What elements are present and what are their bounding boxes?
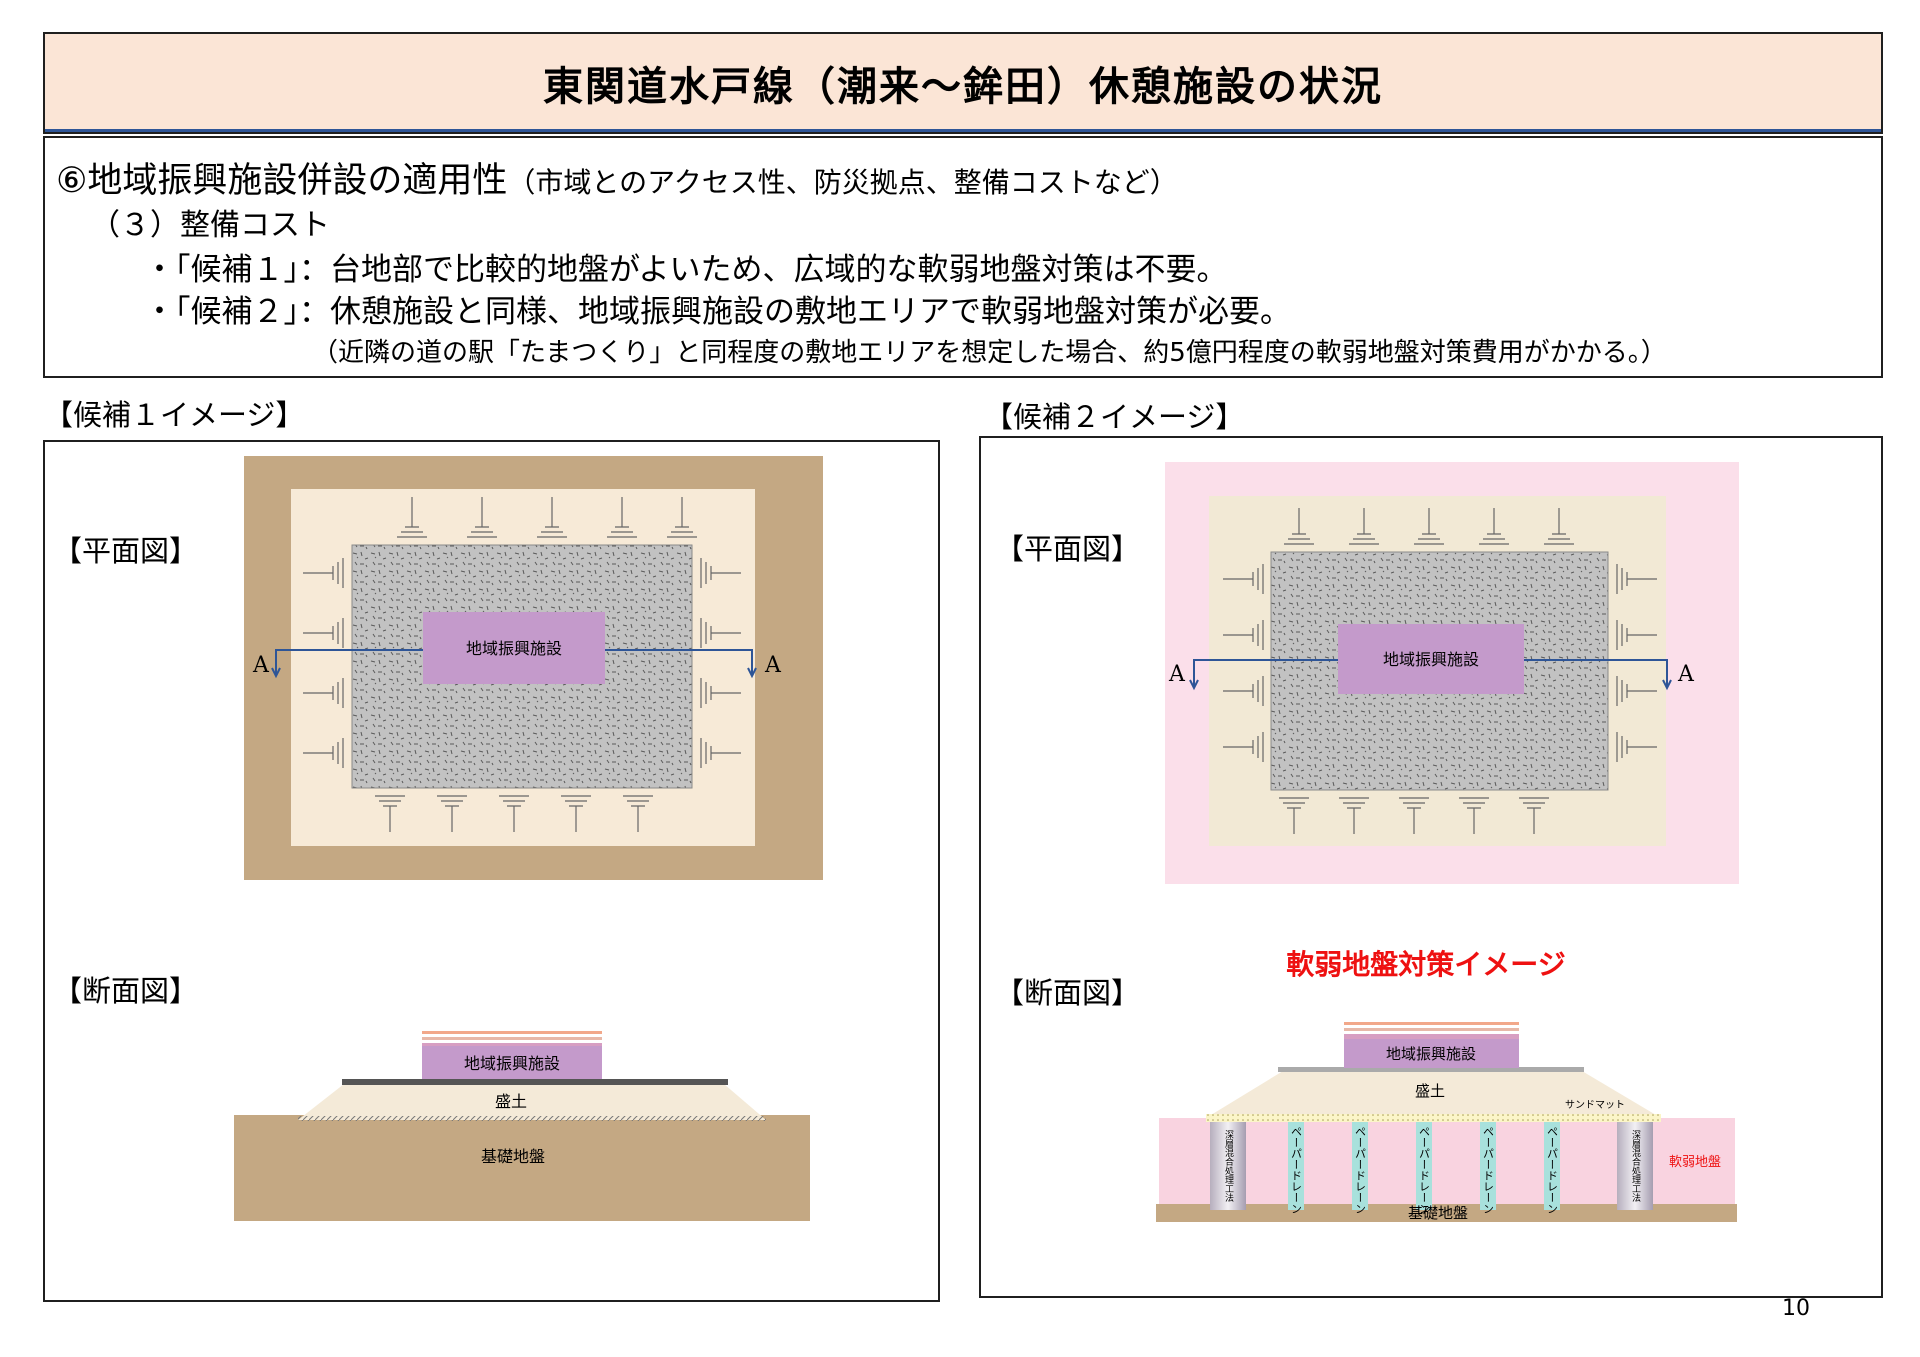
embankment-label: 盛土 <box>1415 1082 1445 1100</box>
panel-candidate-1: 【平面図】 【断面図】 <box>43 440 940 1302</box>
foundation-label: 基礎地盤 <box>481 1147 545 1166</box>
parking-marks-top <box>1284 508 1574 545</box>
section-line-a <box>1193 659 1668 686</box>
page-number: 10 <box>1782 1296 1810 1321</box>
section-view-label: 【断面図】 <box>995 976 1141 1010</box>
deep-mixing-column-left <box>1210 1122 1246 1210</box>
section-facility-label: 地域振興施設 <box>464 1054 560 1073</box>
embankment-label: 盛土 <box>495 1092 527 1111</box>
parking-marks-left <box>303 558 344 768</box>
title-banner: 東関道水戸線（潮来～鉾田）休憩施設の状況 <box>43 32 1883 134</box>
sand-mat <box>1206 1114 1661 1122</box>
soft-ground-label: 軟弱地盤 <box>1669 1154 1721 1170</box>
page-title: 東関道水戸線（潮来～鉾田）休憩施設の状況 <box>543 64 1383 110</box>
info-box <box>43 136 1883 378</box>
bullet-candidate-2: ・「候補２」：休憩施設と同様、地域振興施設の敷地エリアで軟弱地盤対策が必要。 <box>144 294 1291 330</box>
foundation-label: 基礎地盤 <box>1408 1204 1468 1222</box>
paper-drain-label-1: ペーパードレーン <box>1290 1126 1303 1214</box>
facility-block <box>1338 624 1524 694</box>
plan-view-label: 【平面図】 <box>53 534 199 568</box>
embankment <box>298 1084 766 1120</box>
soft-ground-title: 軟弱地盤対策イメージ <box>1286 948 1565 981</box>
section-heading: ⑥地域振興施設併設の適用性（市域とのアクセス性、防災拠点、整備コストなど） <box>56 152 1178 203</box>
section-marker-right: A <box>1677 662 1695 687</box>
panel1-caption: 【候補１イメージ】 <box>44 398 305 432</box>
paper-drain-label-2: ペーパードレーン <box>1354 1126 1367 1214</box>
deep-mixing-label-right: 深層混合処理工法 <box>1630 1130 1641 1203</box>
section-marker-right: A <box>764 653 782 678</box>
section-facility <box>1344 1039 1519 1068</box>
subheading: （３）整備コスト <box>90 208 330 243</box>
pavement-layer <box>342 1079 728 1085</box>
panel-candidate-2: 【平面図】 【断面図】 <box>979 436 1883 1298</box>
parking-marks-left <box>1223 564 1264 762</box>
facility-block <box>423 612 605 684</box>
bullet-candidate-1: ・「候補１」：台地部で比較的地盤がよいため、広域的な軟弱地盤対策は不要。 <box>144 252 1228 288</box>
cost-note: （近隣の道の駅「たまつくり」と同程度の敷地エリアを想定した場合、約5億円程度の軟… <box>312 338 1667 368</box>
paper-drain-label-4: ペーパードレーン <box>1482 1126 1495 1214</box>
facility-label: 地域振興施設 <box>466 639 562 658</box>
section-marker-left: A <box>1168 662 1186 687</box>
heading-sub: （市域とのアクセス性、防災拠点、整備コストなど） <box>507 166 1178 199</box>
section-facility <box>422 1046 602 1079</box>
roof-stripes <box>422 1031 602 1046</box>
paper-drain-label-3: ペーパードレーン <box>1418 1126 1431 1214</box>
candidate2-diagram: 地域振興施設 A A 軟弱地盤対策イメージ 地域振興施設 盛土 サンドマット 深… <box>1156 462 1739 1222</box>
parking-marks-right <box>700 558 741 768</box>
roof-stripes <box>1344 1022 1519 1039</box>
heading-main: ⑥地域振興施設併設の適用性 <box>56 161 508 201</box>
panel2-caption: 【候補２イメージ】 <box>984 400 1245 434</box>
parking-marks-bottom <box>1279 797 1549 834</box>
section-line-a <box>275 649 753 674</box>
sand-mat-label: サンドマット <box>1565 1099 1625 1111</box>
section-facility-label: 地域振興施設 <box>1386 1045 1476 1063</box>
foundation-layer <box>234 1115 810 1221</box>
parking-marks-top <box>397 497 697 538</box>
deep-mixing-column-right <box>1617 1122 1653 1210</box>
parking-marks-right <box>1616 564 1657 762</box>
candidate1-diagram: 地域振興施設 A A 地域振興施設 盛土 基礎地盤 <box>234 456 823 1221</box>
embankment <box>1206 1071 1661 1118</box>
facility-label: 地域振興施設 <box>1383 650 1479 669</box>
deep-mixing-label-left: 深層混合処理工法 <box>1223 1130 1234 1203</box>
section-view-label: 【断面図】 <box>53 974 199 1008</box>
paper-drains <box>1288 1122 1560 1210</box>
paper-drain-label-5: ペーパードレーン <box>1546 1126 1559 1214</box>
plan-view-label: 【平面図】 <box>995 532 1141 566</box>
parking-marks-bottom <box>375 795 653 832</box>
section-marker-left: A <box>252 653 270 678</box>
